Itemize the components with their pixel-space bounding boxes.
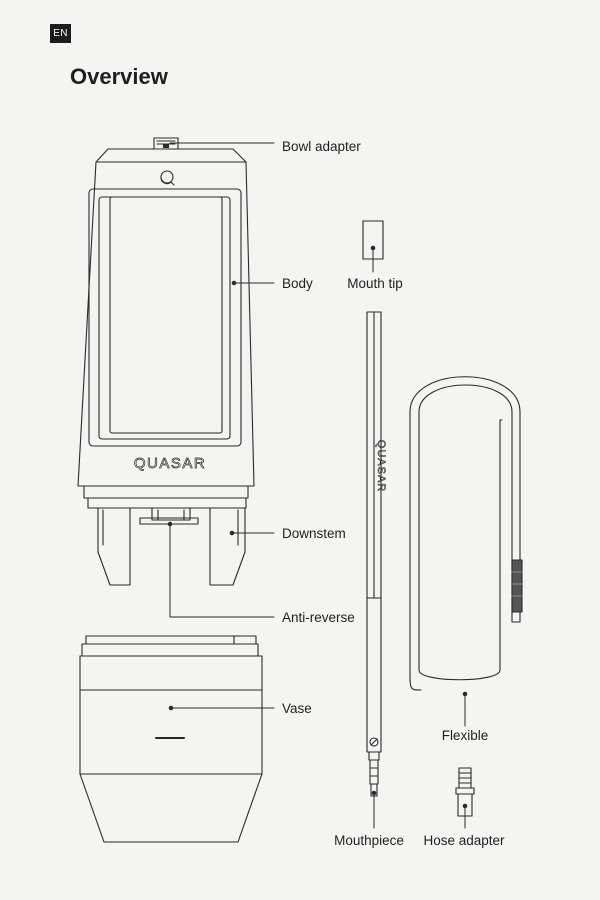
mouthpiece-illustration bbox=[366, 311, 382, 797]
language-badge: EN bbox=[50, 24, 71, 43]
page-title: Overview bbox=[70, 64, 168, 89]
label-downstem: Downstem bbox=[282, 526, 346, 541]
hose-adapter-illustration bbox=[455, 767, 475, 817]
label-flexible: Flexible bbox=[441, 728, 489, 743]
hose-brand-wordmark: QUASAR bbox=[375, 440, 387, 492]
label-vase: Vase bbox=[282, 701, 312, 716]
anti-reverse-illustration bbox=[139, 507, 199, 525]
flexible-hose-illustration bbox=[409, 376, 523, 691]
body-brand-wordmark: QUASAR bbox=[134, 455, 206, 472]
label-body: Body bbox=[282, 276, 313, 291]
callout-lines bbox=[167, 142, 468, 829]
label-mouthpiece: Mouthpiece bbox=[334, 833, 404, 848]
label-hose-adapter: Hose adapter bbox=[423, 833, 505, 848]
label-anti-reverse: Anti-reverse bbox=[282, 610, 355, 625]
quasar-logo-icon bbox=[160, 170, 175, 186]
label-mouth-tip: Mouth tip bbox=[347, 276, 403, 291]
callout-anti-reverse bbox=[169, 523, 275, 618]
vase-illustration bbox=[79, 635, 263, 843]
label-bowl-adapter: Bowl adapter bbox=[282, 139, 361, 154]
quasar-small-logo-icon bbox=[369, 737, 379, 747]
downstem-illustration bbox=[87, 497, 247, 586]
body-illustration bbox=[77, 137, 255, 499]
